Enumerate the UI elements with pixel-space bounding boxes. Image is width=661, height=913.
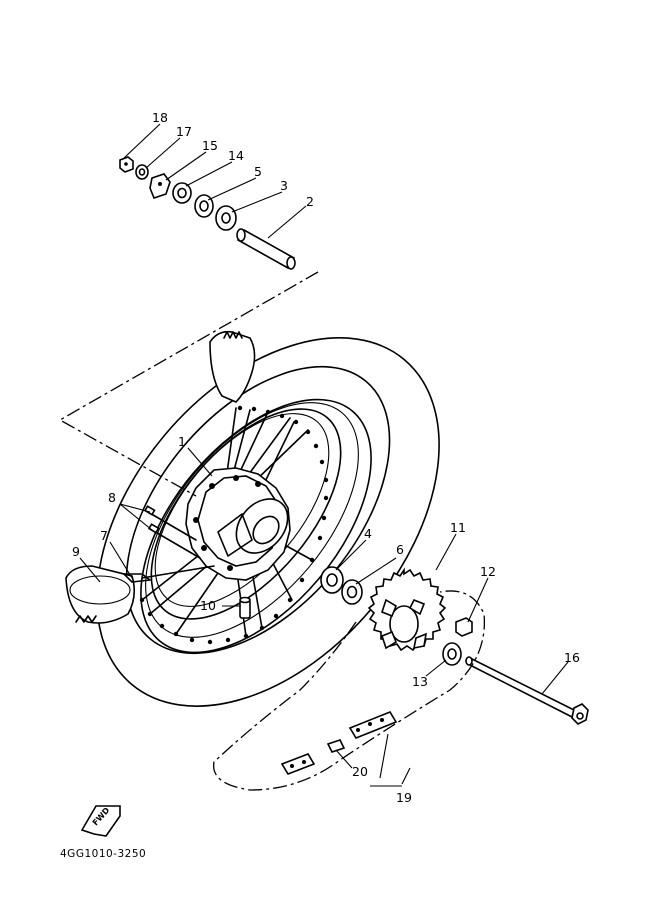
chain-link-section	[348, 711, 398, 739]
valve-and-rim-band	[123, 565, 215, 583]
chain-joint-left	[280, 753, 316, 775]
callout-11: 11	[450, 520, 466, 535]
callout-14: 14	[228, 148, 244, 163]
hub	[185, 467, 291, 581]
collar-part-13	[442, 642, 462, 666]
callout-16: 16	[564, 650, 580, 665]
bearing-part-3	[215, 205, 237, 231]
callout-8: 8	[108, 490, 116, 505]
callout-5: 5	[254, 164, 262, 179]
rim-nipple-holes	[139, 405, 329, 645]
disc-bolts	[143, 505, 201, 559]
chain-puller-part-15	[149, 173, 171, 199]
oil-seal-part-5	[194, 194, 214, 218]
spokes	[141, 407, 313, 637]
assembly-line	[58, 271, 319, 497]
drive-chain	[213, 590, 486, 791]
nut-part-12	[455, 617, 473, 637]
callout-2: 2	[306, 194, 314, 209]
bearing-part-4	[320, 566, 344, 594]
callout-6: 6	[396, 542, 404, 557]
collar-part-14	[172, 182, 192, 204]
callout-19: 19	[396, 790, 412, 805]
nut-part-18	[119, 156, 134, 173]
callout-17: 17	[176, 124, 192, 139]
sprocket	[367, 567, 447, 652]
callout-4: 4	[364, 526, 372, 541]
callout-10: 10	[200, 598, 216, 613]
leader-lines	[79, 123, 569, 787]
collar-part-10	[239, 596, 251, 619]
forward-arrow-icon: FWD	[80, 805, 121, 837]
callout-18: 18	[152, 110, 168, 125]
callout-9: 9	[72, 544, 80, 559]
callout-20: 20	[352, 764, 368, 779]
callout-labels: 18 17 15 14 5 3 2 1 8 9 7 10 4 6 11 12 1…	[72, 110, 580, 805]
callout-1: 1	[178, 434, 186, 449]
callout-12: 12	[480, 564, 496, 579]
callout-13: 13	[412, 674, 428, 689]
washer-part-17	[135, 164, 149, 180]
diagram-code: 4GG1010-3250	[60, 848, 146, 860]
chain-joint-clip	[326, 739, 346, 753]
rear-axle	[465, 656, 589, 725]
callout-7: 7	[100, 528, 108, 543]
callout-3: 3	[280, 178, 288, 193]
callout-15: 15	[202, 138, 218, 153]
tire	[65, 330, 440, 707]
axle-collar-part-2	[236, 228, 296, 270]
oil-seal-part-6	[341, 579, 363, 605]
